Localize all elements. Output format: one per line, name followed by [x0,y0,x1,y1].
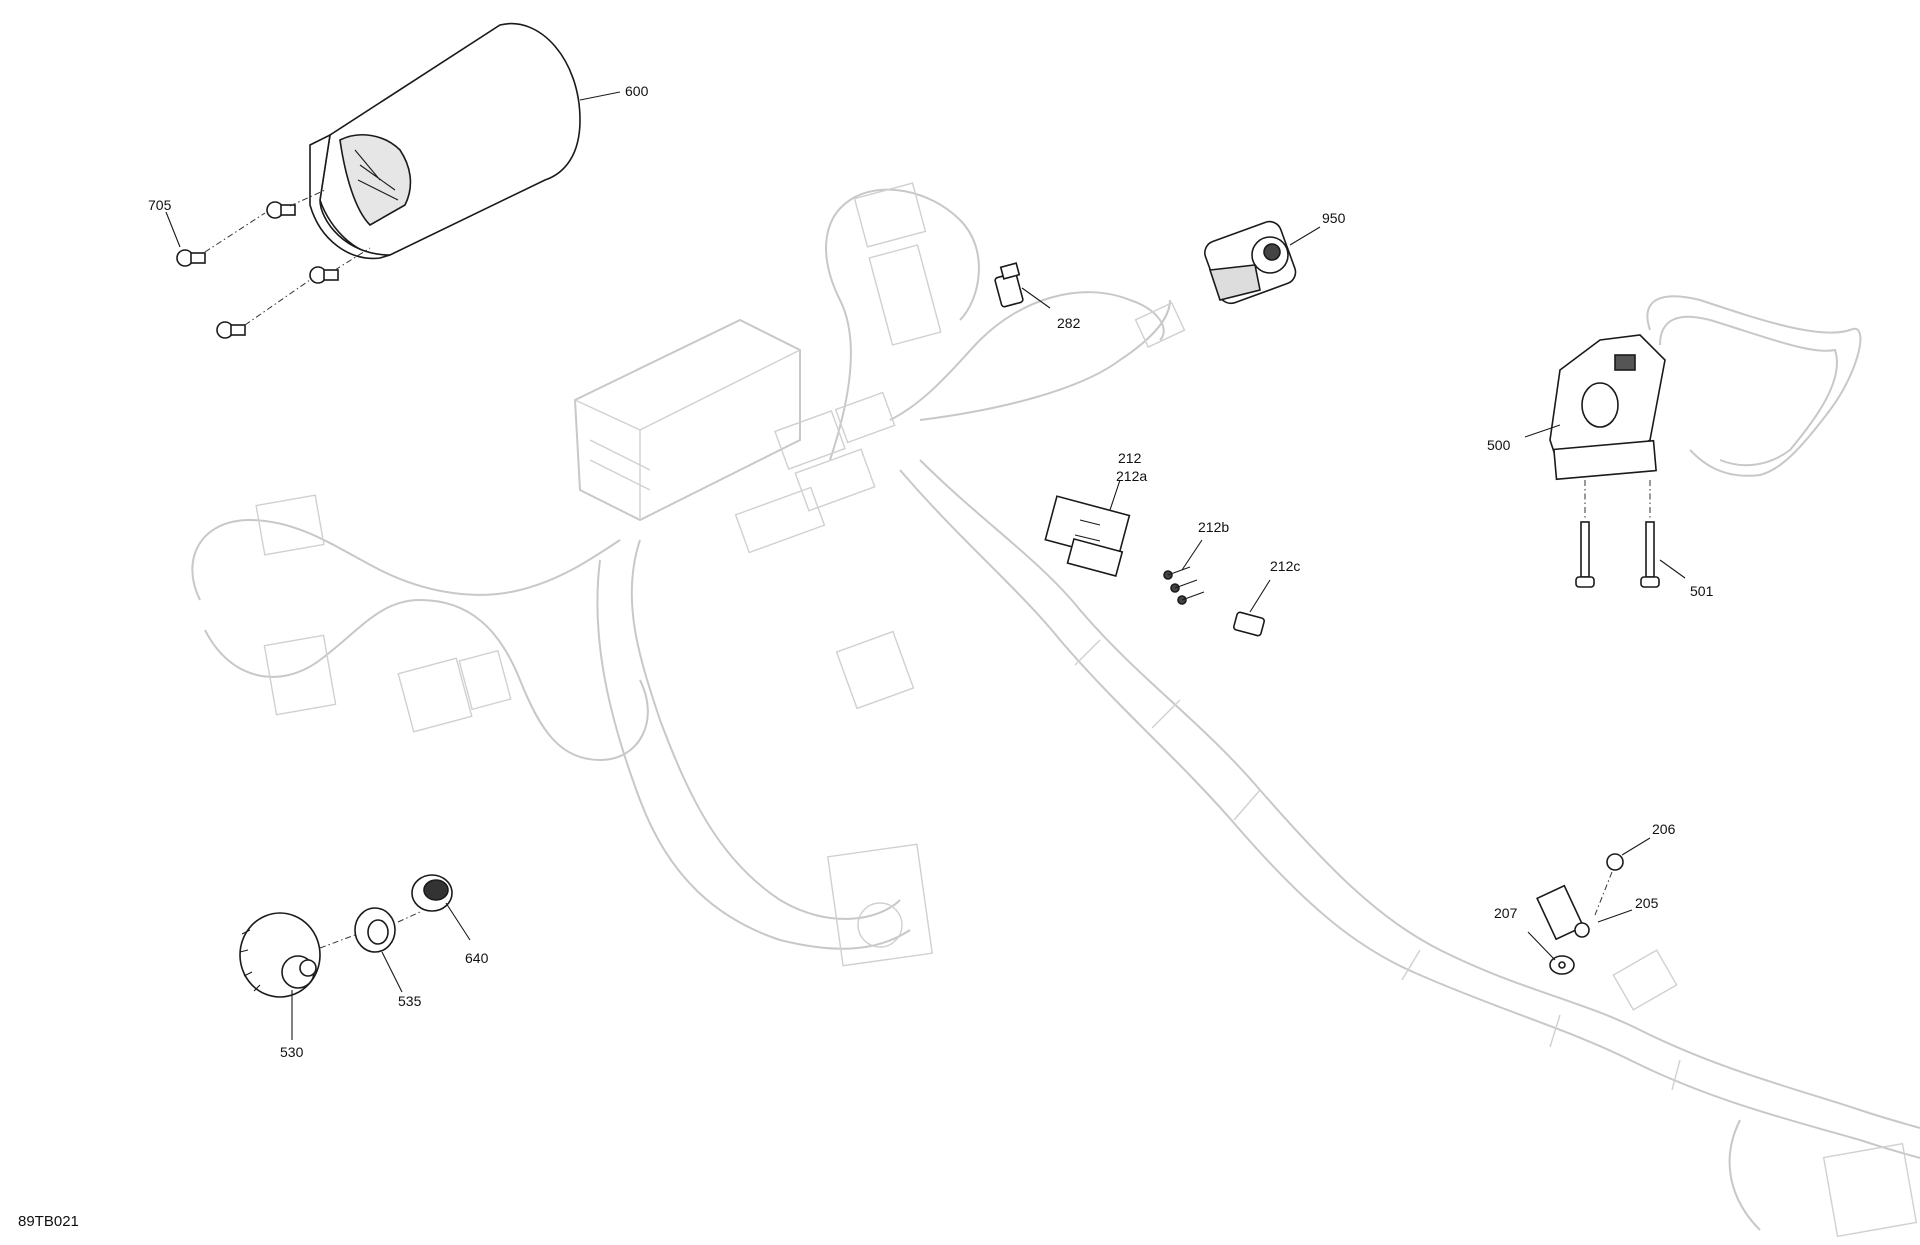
part-501-screws [1575,480,1660,588]
callout-705: 705 [148,197,172,213]
callout-950: 950 [1322,210,1346,226]
part-535-nut [319,907,421,953]
callout-282: 282 [1057,315,1081,331]
part-600-cover [309,22,581,260]
callout-205: 205 [1635,895,1659,911]
callout-207: 207 [1494,905,1518,921]
part-205-bracket [1536,884,1590,941]
callout-212c: 212c [1270,558,1300,574]
callout-535: 535 [398,993,422,1009]
callout-212a: 212a [1116,468,1147,484]
diagram-reference-code: 89TB021 [18,1213,79,1230]
part-207-washer [1549,955,1575,975]
part-500-switch [1549,295,1862,481]
part-212b-terminals [1163,566,1205,605]
callout-212b: 212b [1198,519,1229,535]
part-950-socket [1204,220,1297,305]
callout-500: 500 [1487,437,1511,453]
part-212-connector [1044,495,1131,578]
part-212c-seal [1233,611,1265,637]
callout-600: 600 [625,83,649,99]
callout-501: 501 [1690,583,1714,599]
callout-530: 530 [280,1044,304,1060]
callout-212: 212 [1118,450,1142,466]
wire-harness-background [191,182,1920,1238]
part-640-bulb [411,874,453,912]
part-705-screws [176,189,371,339]
part-206-nut [1594,853,1624,916]
part-282-clip [994,262,1024,308]
callout-206: 206 [1652,821,1676,837]
part-530-gauge [239,912,321,998]
callout-640: 640 [465,950,489,966]
